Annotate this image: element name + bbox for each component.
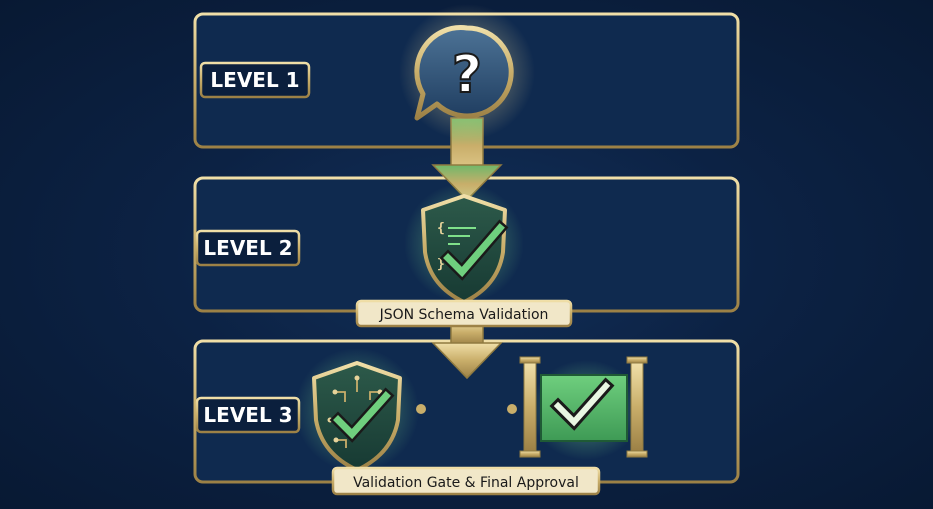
level-2-caption-text: JSON Schema Validation	[379, 307, 549, 323]
svg-text:}: }	[437, 257, 445, 272]
svg-text:?: ?	[452, 45, 482, 105]
level-3-label: LEVEL 3	[195, 396, 301, 434]
connector-line	[416, 404, 517, 414]
level-2-caption: JSON Schema Validation	[355, 299, 573, 328]
level-3-label-text: LEVEL 3	[203, 403, 292, 427]
level-2-label-text: LEVEL 2	[203, 236, 292, 260]
level-3-caption-text: Validation Gate & Final Approval	[353, 475, 579, 491]
shield-code-check-icon: { }	[404, 183, 524, 304]
shield-circuit-check-icon	[295, 348, 419, 472]
level-3-caption: Validation Gate & Final Approval	[331, 466, 601, 496]
level-1-label-text: LEVEL 1	[210, 68, 299, 92]
question-bubble-icon: ?	[399, 4, 535, 140]
svg-text:{: {	[437, 221, 445, 236]
level-1-label: LEVEL 1	[199, 61, 311, 99]
gate-check-icon	[519, 356, 648, 460]
level-2-label: LEVEL 2	[195, 229, 301, 267]
